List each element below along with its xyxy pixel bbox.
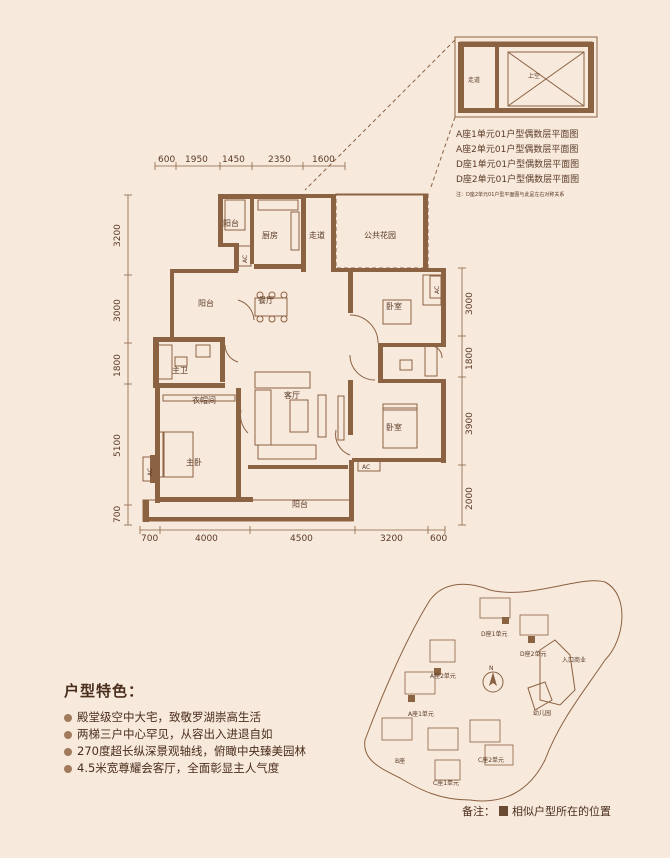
dim-left-2: 3000: [113, 299, 123, 322]
site-plan: [364, 580, 623, 802]
remark-text: 相似户型所在的位置: [512, 805, 611, 818]
dim-top-2: 1950: [185, 155, 208, 165]
dim-left-4: 5100: [113, 434, 123, 457]
feature-item: 两梯三户中心罕见，从容出入进退自如: [64, 726, 306, 743]
ac-label: AC: [147, 468, 154, 476]
room-balcony-left: 阳台: [198, 298, 214, 308]
dim-bottom-1: 700: [141, 534, 158, 544]
inset-void-label: 上空: [528, 72, 540, 80]
room-public-garden: 公共花园: [364, 230, 396, 240]
bullet-icon: [64, 713, 72, 722]
room-dining: 餐厅: [258, 296, 274, 305]
site-label-commercial: 入口商业: [562, 656, 586, 664]
site-label-c1: C座1单元: [433, 779, 459, 787]
bullet-icon: [64, 730, 72, 739]
garden-outline: [335, 194, 429, 269]
plan-walls: [143, 193, 446, 522]
ac-unit: [429, 275, 443, 299]
dim-bottom-3: 4500: [290, 534, 313, 544]
furniture: [157, 199, 438, 478]
dim-left-3: 1800: [113, 354, 123, 377]
features-title: 户型特色：: [64, 682, 145, 700]
site-label-d2: D座2单元: [520, 650, 546, 658]
ac-unit: [357, 460, 381, 472]
site-label-kindergarten: 幼儿园: [533, 709, 551, 717]
note-line: D座2单元01户型偶数层平面图: [456, 175, 580, 185]
location-marker-icon: [499, 806, 508, 816]
feature-text: 270度超长纵深景观轴线，俯瞰中央臻美园林: [77, 744, 306, 758]
dimension-lines: [124, 162, 466, 534]
feature-text: 两梯三户中心罕见，从容出入进退自如: [77, 727, 273, 741]
ac-label: AC: [362, 464, 370, 471]
remark-prefix: 备注：: [462, 805, 495, 818]
dim-left-5: 700: [113, 506, 123, 523]
room-bedroom-bottom: 卧室: [386, 422, 402, 432]
room-corridor: 走道: [309, 230, 325, 240]
inset-corridor-label: 走道: [468, 76, 480, 84]
room-master-bedroom: 主卧: [186, 457, 202, 467]
room-closet: 衣帽间: [192, 395, 216, 405]
ac-label: AC: [434, 286, 441, 294]
ac-unit: [236, 245, 252, 267]
room-kitchen: 厨房: [262, 230, 278, 240]
feature-text: 4.5米宽尊耀会客厅，全面彰显主人气度: [77, 761, 280, 775]
note-line: D座1单元01户型偶数层平面图: [456, 160, 580, 170]
bullet-icon: [64, 747, 72, 756]
site-label-d1: D座1单元: [481, 630, 507, 638]
site-label-a1: A座1单元: [408, 710, 434, 718]
note-line: A座1单元01户型偶数层平面图: [456, 130, 579, 140]
ac-label: AC: [242, 255, 249, 263]
feature-item: 4.5米宽尊耀会客厅，全面彰显主人气度: [64, 760, 306, 777]
dim-bottom-5: 600: [430, 534, 447, 544]
plan-notes: A座1单元01户型偶数层平面图 A座2单元01户型偶数层平面图 D座1单元01户…: [456, 128, 579, 200]
leader-line: [429, 116, 456, 191]
leader-line: [304, 39, 456, 191]
note-line: A座2单元01户型偶数层平面图: [456, 145, 579, 155]
feature-item: 270度超长纵深景观轴线，俯瞰中央臻美园林: [64, 743, 306, 760]
dim-right-2: 1800: [465, 347, 475, 370]
site-label-a2: A座2单元: [430, 672, 456, 680]
dim-bottom-2: 4000: [195, 534, 218, 544]
dim-bottom-4: 3200: [380, 534, 403, 544]
dim-right-4: 2000: [465, 487, 475, 510]
features-block: 户型特色： 殿堂级空中大宅，致敬罗湖崇高生活 两梯三户中心罕见，从容出入进退自如…: [64, 680, 306, 777]
room-master-bath: 主卫: [172, 365, 188, 375]
note-fine-print: 注：D座2单元01户型平面图与此呈左右对称关系: [456, 192, 565, 198]
room-bedroom-top: 卧室: [386, 301, 402, 311]
north-label: N: [489, 665, 494, 672]
balcony-bottom-outline: [142, 499, 354, 522]
room-living: 客厅: [284, 390, 300, 400]
feature-text: 殿堂级空中大宅，致敬罗湖崇高生活: [77, 710, 261, 724]
feature-item: 殿堂级空中大宅，致敬罗湖崇高生活: [64, 709, 306, 726]
inset-plan: 走道 上空: [454, 36, 598, 118]
dim-right-3: 3900: [465, 412, 475, 435]
dim-top-1: 600: [158, 155, 175, 165]
dim-left-1: 3200: [113, 224, 123, 247]
dim-top-5: 1600: [312, 155, 335, 165]
remark: 备注： 相似户型所在的位置: [462, 803, 611, 819]
room-balcony-top: 阳台: [223, 218, 239, 228]
dim-top-3: 1450: [222, 155, 245, 165]
bullet-icon: [64, 764, 72, 773]
door-swings: [224, 299, 443, 456]
dim-right-1: 3000: [465, 292, 475, 315]
room-balcony-bottom: 阳台: [292, 499, 308, 509]
ac-unit: [142, 456, 156, 482]
dim-top-4: 2350: [268, 155, 291, 165]
site-label-b: B座: [395, 757, 405, 765]
site-label-c2: C座2单元: [478, 756, 504, 764]
